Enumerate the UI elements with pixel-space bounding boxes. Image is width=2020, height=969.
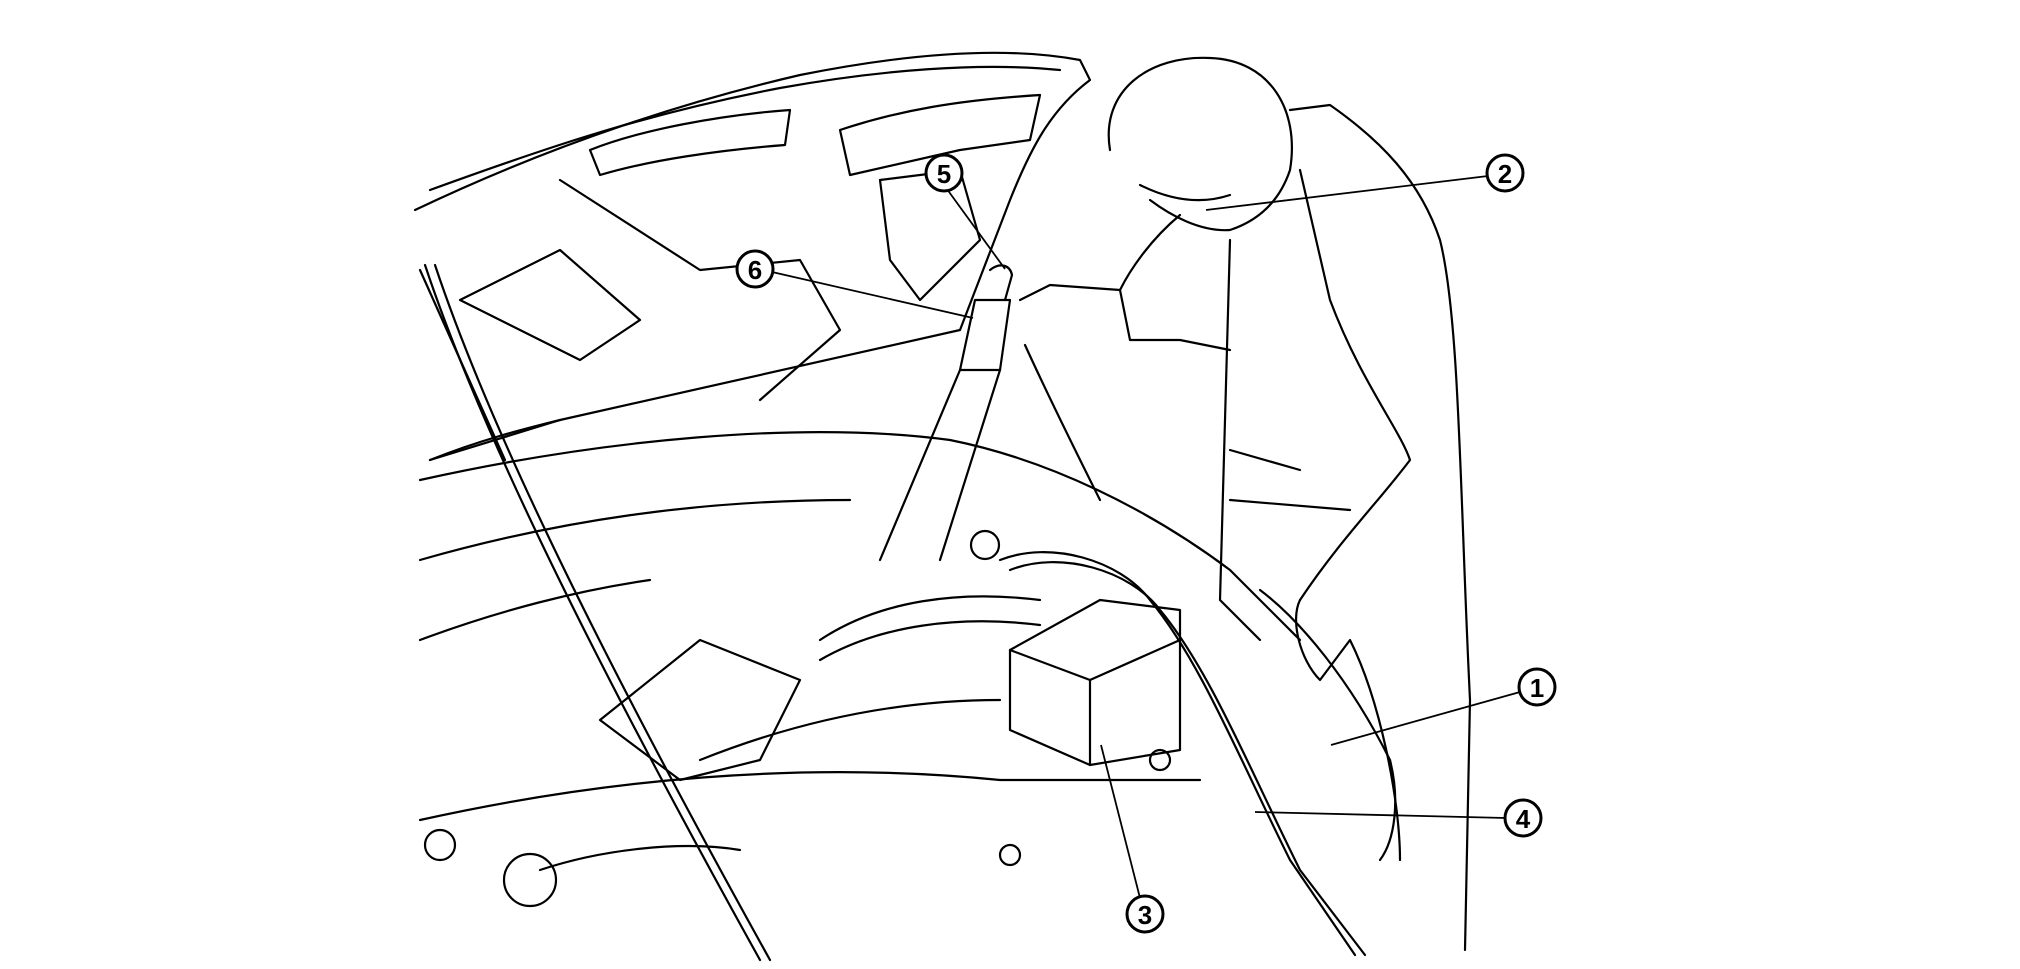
hood-stay bbox=[423, 263, 762, 962]
leader-line-5 bbox=[943, 184, 1006, 270]
refrigerant-can-drawing bbox=[878, 264, 1102, 562]
svg-text:1: 1 bbox=[1530, 673, 1544, 703]
callout-1: 1 bbox=[1517, 667, 1557, 707]
fender-cover-drawing bbox=[1258, 588, 1397, 862]
leader-line-6 bbox=[771, 271, 974, 319]
engine-bay bbox=[418, 431, 1367, 957]
svg-text:6: 6 bbox=[748, 255, 762, 285]
callout-2: 2 bbox=[1485, 153, 1525, 193]
leader-line-4 bbox=[1254, 811, 1507, 819]
leader-line-2 bbox=[1205, 175, 1489, 211]
callout-4: 4 bbox=[1503, 798, 1543, 838]
callout-5: 5 bbox=[924, 153, 964, 193]
callout-3: 3 bbox=[1125, 894, 1165, 934]
svg-text:2: 2 bbox=[1498, 159, 1512, 189]
svg-text:5: 5 bbox=[937, 159, 951, 189]
technician bbox=[1018, 56, 1472, 952]
leader-line-3 bbox=[1100, 744, 1141, 899]
leader-line-1 bbox=[1330, 691, 1521, 746]
callout-6: 6 bbox=[735, 249, 775, 289]
svg-text:3: 3 bbox=[1138, 900, 1152, 930]
svg-text:4: 4 bbox=[1516, 804, 1531, 834]
